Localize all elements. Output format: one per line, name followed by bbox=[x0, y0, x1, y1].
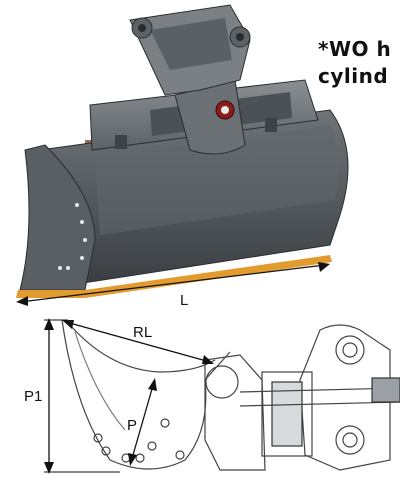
depth-dimension bbox=[128, 378, 157, 466]
profile-inner-lip bbox=[69, 324, 216, 373]
profile-linkage-plate bbox=[204, 354, 266, 471]
profile-outer-shell bbox=[61, 319, 231, 470]
cutting-edge bbox=[16, 255, 332, 298]
bucket-profile-drawing bbox=[61, 319, 400, 471]
hose-fitting-left bbox=[115, 135, 127, 149]
coupler-face bbox=[150, 18, 232, 70]
profile-hinge-boss bbox=[205, 365, 239, 399]
length-label: L bbox=[180, 292, 188, 309]
pivot-bracket bbox=[174, 79, 246, 155]
profile-tilt-cylinder bbox=[261, 371, 313, 457]
tilt-bucket-render bbox=[16, 4, 349, 298]
profile-pin-upper bbox=[335, 335, 365, 365]
note-line-1: *WO h bbox=[318, 37, 392, 61]
profile-coupler bbox=[299, 324, 391, 471]
radius-length-label: RL bbox=[133, 324, 152, 341]
bucket-back-panel bbox=[95, 125, 339, 235]
side-bolt-holes bbox=[58, 203, 87, 270]
height-label: P1 bbox=[24, 388, 42, 405]
profile-hydraulic-hose bbox=[371, 377, 400, 403]
hose-fitting-right bbox=[265, 118, 277, 132]
radius-length-dimension bbox=[62, 320, 214, 364]
height-dimension bbox=[44, 318, 120, 474]
note-line-2: cylind bbox=[318, 64, 389, 88]
depth-label: P bbox=[127, 417, 137, 434]
length-dimension bbox=[16, 262, 330, 306]
profile-pin-lower bbox=[335, 425, 365, 455]
